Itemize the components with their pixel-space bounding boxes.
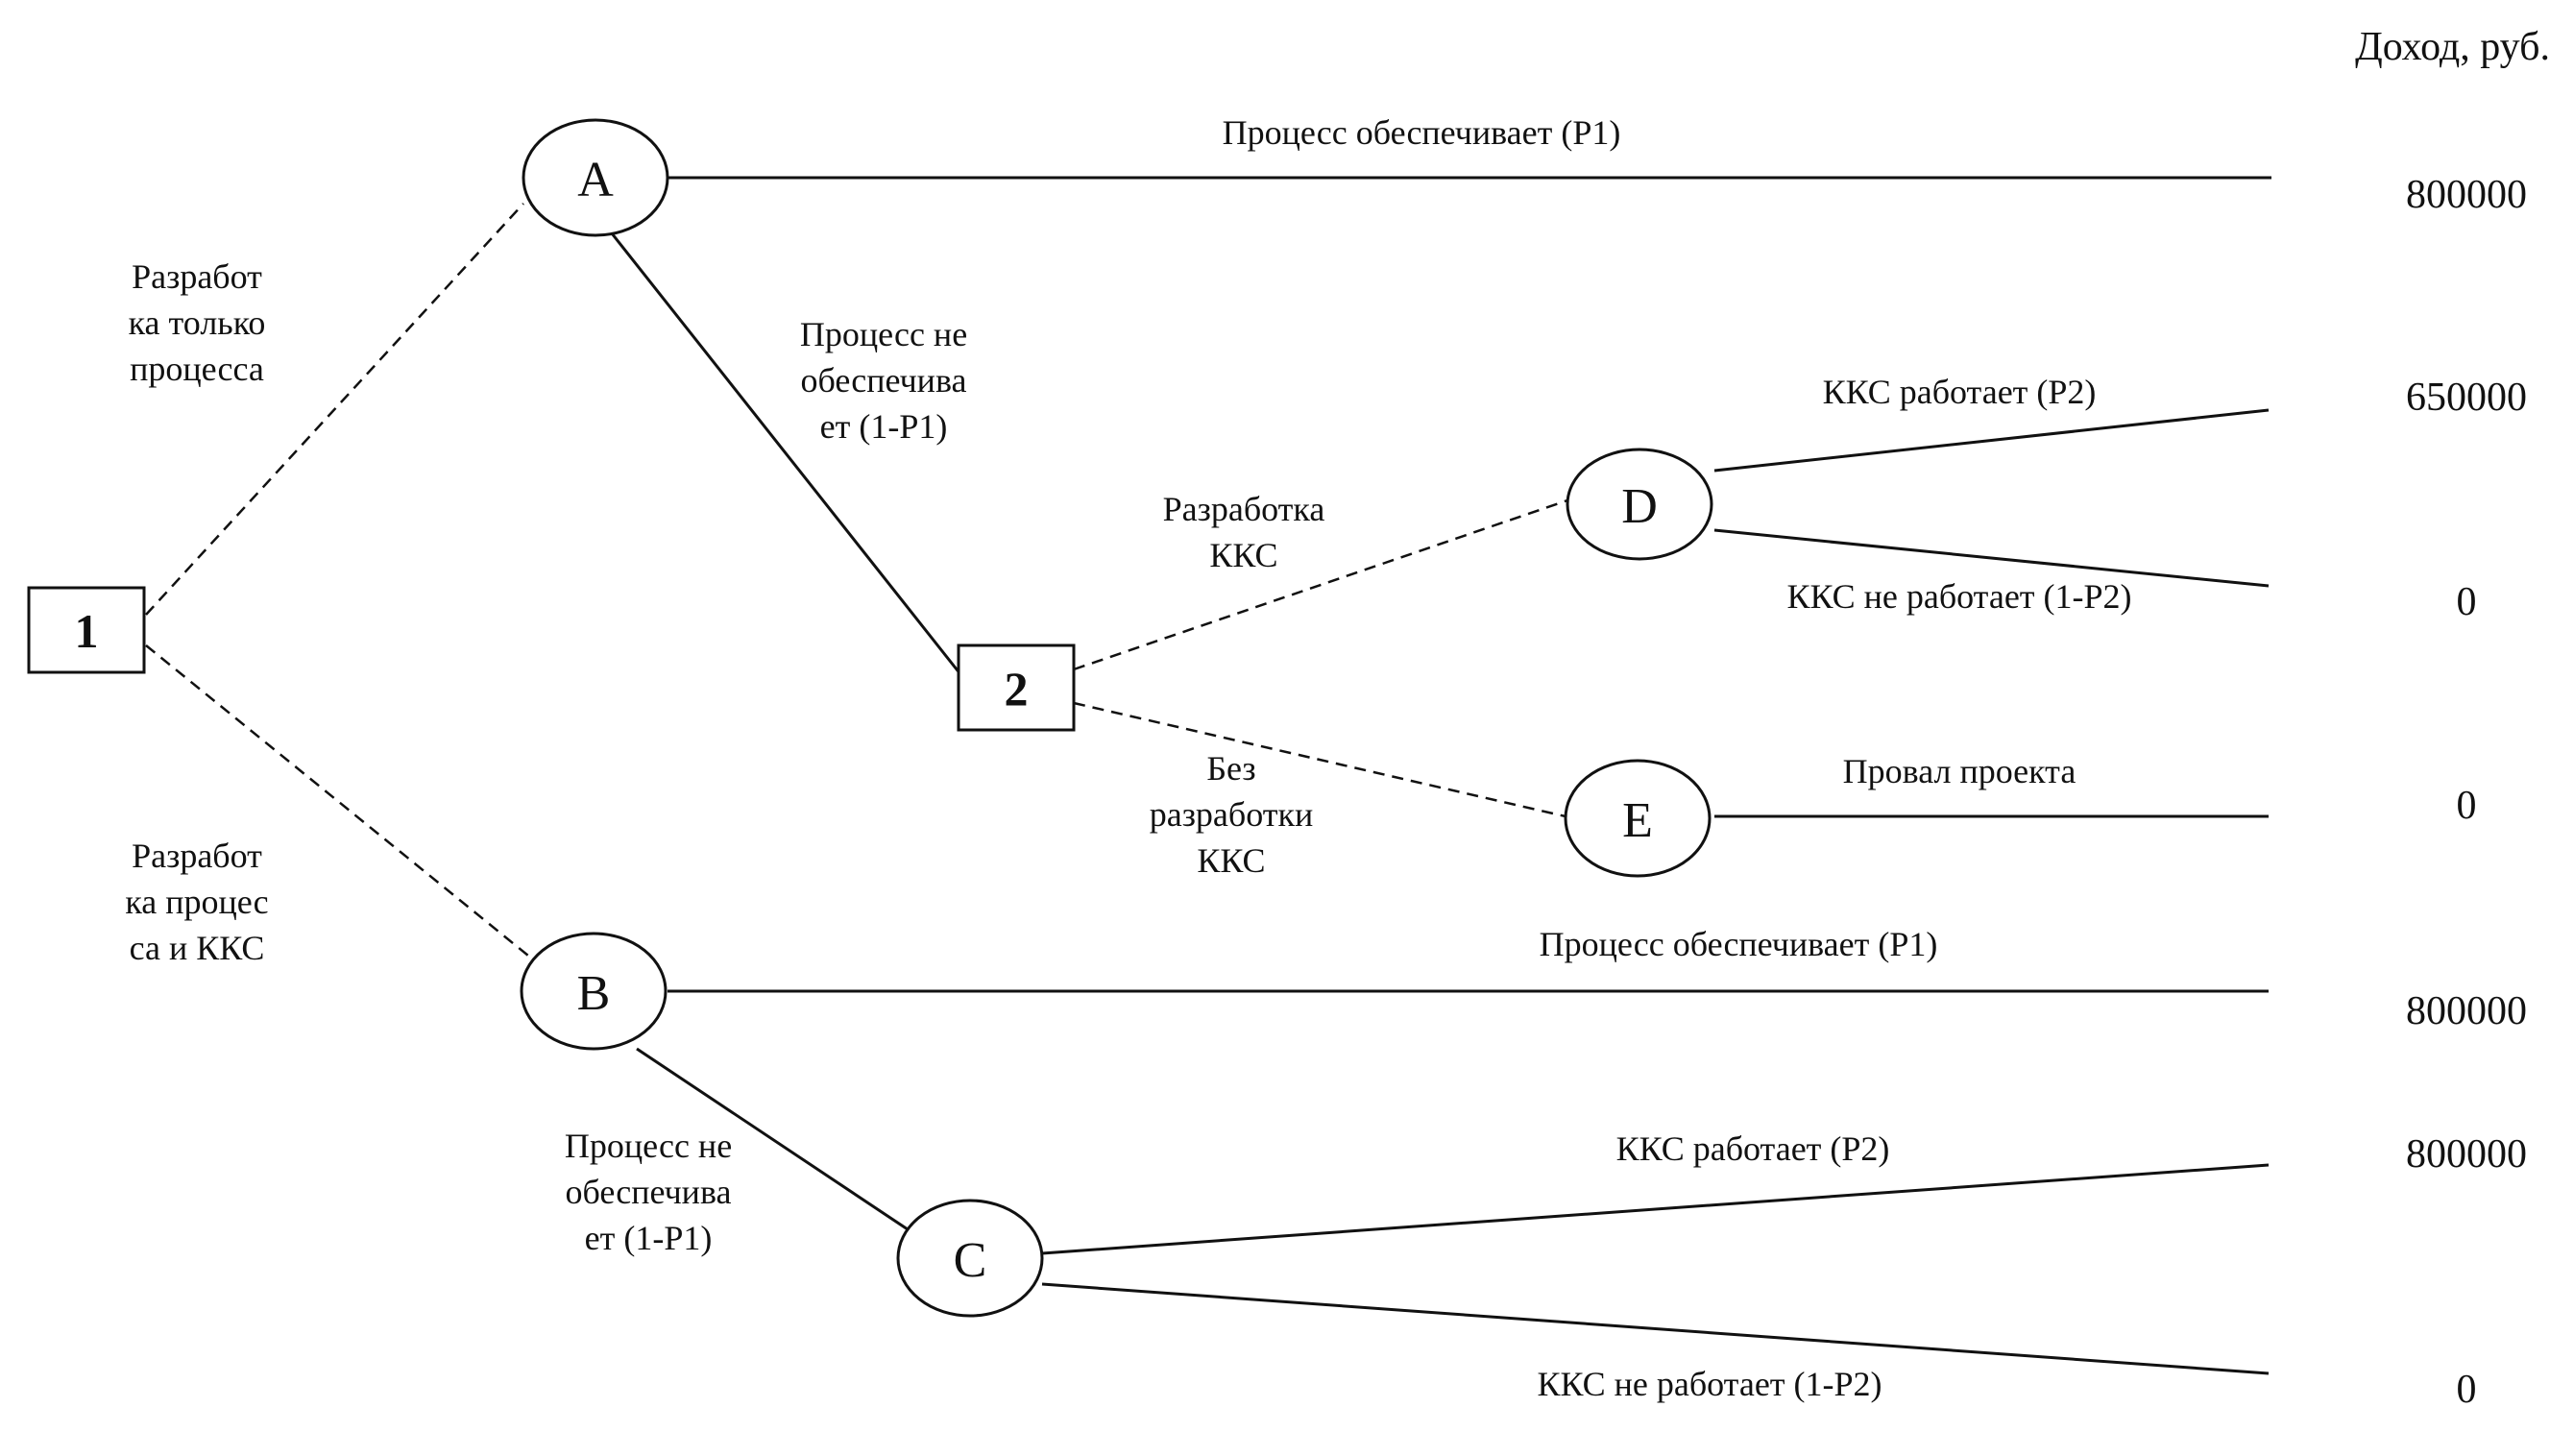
payoff-b-success: 800000	[2406, 989, 2527, 1033]
svg-text:Без: Без	[1206, 749, 1255, 788]
svg-text:ККС: ККС	[1197, 841, 1265, 880]
svg-text:Разработка: Разработка	[1163, 490, 1325, 528]
edge-a-to-2	[610, 232, 962, 675]
chance-node-c: C	[896, 1199, 1044, 1318]
edge-1-to-b	[145, 644, 529, 957]
chance-node-e-label: E	[1622, 793, 1653, 848]
label-e-failure: Провал проекта	[1843, 752, 2076, 790]
edge-d-works	[1713, 408, 2270, 473]
edge-2-to-d	[1073, 497, 1571, 671]
payoff-a-success: 800000	[2406, 173, 2527, 217]
label-no-kks: Без разработки ККС	[1150, 749, 1314, 880]
chance-node-c-label: C	[954, 1233, 987, 1288]
svg-text:ККС: ККС	[1209, 536, 1277, 574]
chance-node-a-label: A	[577, 153, 614, 207]
payoff-d-not-works: 0	[2457, 580, 2477, 624]
payoff-c-not-works: 0	[2457, 1368, 2477, 1412]
edge-2-to-e	[1073, 701, 1566, 818]
svg-text:ет (1-P1): ет (1-P1)	[585, 1219, 713, 1257]
payoff-e-failure: 0	[2457, 784, 2477, 828]
edge-c-not-works	[1041, 1282, 2270, 1375]
label-only-process: Разработ ка только процесса	[129, 257, 266, 388]
decision-node-1-label: 1	[75, 604, 99, 658]
chance-node-b-label: B	[577, 966, 611, 1021]
label-a-success: Процесс обеспечивает (P1)	[1223, 113, 1621, 152]
label-c-not-works: ККС не работает (1-P2)	[1537, 1365, 1882, 1403]
edge-c-works	[1041, 1163, 2270, 1255]
edge-1-to-a	[145, 203, 524, 616]
label-b-success: Процесс обеспечивает (P1)	[1540, 925, 1938, 963]
svg-text:обеспечива: обеспечива	[566, 1173, 732, 1211]
svg-text:Разработ: Разработ	[132, 257, 262, 296]
label-c-works: ККС работает (P2)	[1616, 1129, 1890, 1168]
decision-node-1: 1	[27, 586, 146, 674]
svg-text:ка процес: ка процес	[125, 883, 268, 921]
svg-text:ка только: ка только	[129, 303, 266, 342]
label-a-fail: Процесс не обеспечива ет (1-P1)	[800, 315, 967, 446]
svg-text:са и ККС: са и ККС	[130, 929, 265, 967]
chance-node-d-label: D	[1621, 479, 1658, 534]
edge-d-not-works	[1713, 528, 2270, 588]
payoff-c-works: 800000	[2406, 1132, 2527, 1177]
label-process-and-kks: Разработ ка процес са и ККС	[125, 837, 268, 967]
label-develop-kks: Разработка ККС	[1163, 490, 1325, 574]
label-d-works: ККС работает (P2)	[1823, 373, 2097, 411]
chance-node-e: E	[1564, 759, 1712, 878]
payoff-d-works: 650000	[2406, 376, 2527, 420]
svg-text:обеспечива: обеспечива	[801, 361, 967, 400]
chance-node-d: D	[1566, 448, 1713, 561]
decision-node-2-label: 2	[1005, 662, 1029, 716]
svg-text:процесса: процесса	[130, 350, 264, 388]
svg-text:Процесс не: Процесс не	[565, 1127, 732, 1165]
svg-text:разработки: разработки	[1150, 795, 1314, 834]
edge-b-to-c	[636, 1047, 909, 1231]
chance-node-a: A	[522, 118, 669, 237]
chance-node-b: B	[520, 932, 668, 1051]
svg-text:Процесс не: Процесс не	[800, 315, 967, 353]
label-d-not-works: ККС не работает (1-P2)	[1786, 577, 2131, 616]
decision-node-2: 2	[957, 643, 1076, 732]
svg-text:ет (1-P1): ет (1-P1)	[820, 407, 948, 446]
income-column-title: Доход, руб.	[2355, 25, 2550, 69]
label-b-fail: Процесс не обеспечива ет (1-P1)	[565, 1127, 732, 1257]
svg-text:Разработ: Разработ	[132, 837, 262, 875]
